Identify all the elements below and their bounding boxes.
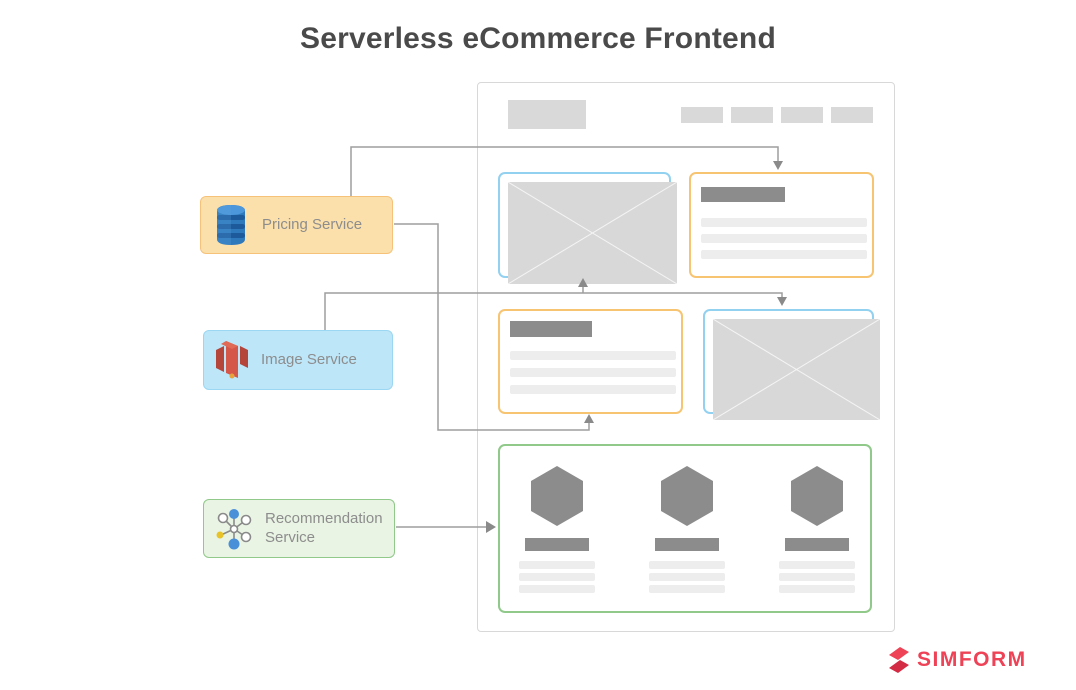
title-bar-placeholder xyxy=(655,538,719,551)
text-line-placeholder xyxy=(510,351,676,360)
hexagon-product-icon xyxy=(661,466,713,526)
recommended-product-placeholder xyxy=(519,466,595,593)
logo-placeholder xyxy=(508,100,586,129)
service-label: Image Service xyxy=(261,350,357,368)
recommended-product-placeholder xyxy=(649,466,725,593)
text-lines-placeholder xyxy=(519,561,595,593)
service-recommendation: Recommendation Service xyxy=(203,499,395,558)
service-pricing: Pricing Service xyxy=(200,196,393,254)
recommended-product-placeholder xyxy=(779,466,855,593)
nav-item-placeholder xyxy=(831,107,873,123)
product-image-card-2 xyxy=(703,309,880,420)
webpage-mockup xyxy=(477,82,895,632)
recommendations-section xyxy=(498,444,872,613)
text-line-placeholder xyxy=(510,368,676,377)
network-icon xyxy=(213,507,255,551)
text-line-placeholder xyxy=(701,250,867,259)
image-placeholder-icon xyxy=(508,182,677,284)
hexagon-product-icon xyxy=(791,466,843,526)
text-line-placeholder xyxy=(701,218,867,227)
text-lines-placeholder xyxy=(779,561,855,593)
service-image: Image Service xyxy=(203,330,393,390)
title-bar-placeholder xyxy=(525,538,589,551)
text-line-placeholder xyxy=(510,385,676,394)
nav-item-placeholder xyxy=(681,107,723,123)
service-label: Recommendation Service xyxy=(265,509,383,546)
title-bar-placeholder xyxy=(785,538,849,551)
simform-logo: SIMFORM xyxy=(886,646,1027,674)
text-lines-placeholder xyxy=(649,561,725,593)
nav-placeholder xyxy=(681,107,873,123)
s3-icon xyxy=(213,337,251,383)
nav-item-placeholder xyxy=(781,107,823,123)
hexagon-product-icon xyxy=(531,466,583,526)
text-line-placeholder xyxy=(701,234,867,243)
nav-item-placeholder xyxy=(731,107,773,123)
brand-text: SIMFORM xyxy=(917,648,1027,671)
product-image-card-1 xyxy=(498,172,677,284)
product-info-card-2 xyxy=(498,309,683,414)
dynamodb-icon xyxy=(210,202,252,248)
title-bar-placeholder xyxy=(510,321,592,337)
product-info-card-1 xyxy=(689,172,874,278)
simform-icon xyxy=(889,647,909,673)
diagram-title: Serverless eCommerce Frontend xyxy=(299,22,776,55)
image-placeholder-icon xyxy=(713,319,880,420)
title-bar-placeholder xyxy=(701,187,785,202)
service-label: Pricing Service xyxy=(262,215,363,233)
